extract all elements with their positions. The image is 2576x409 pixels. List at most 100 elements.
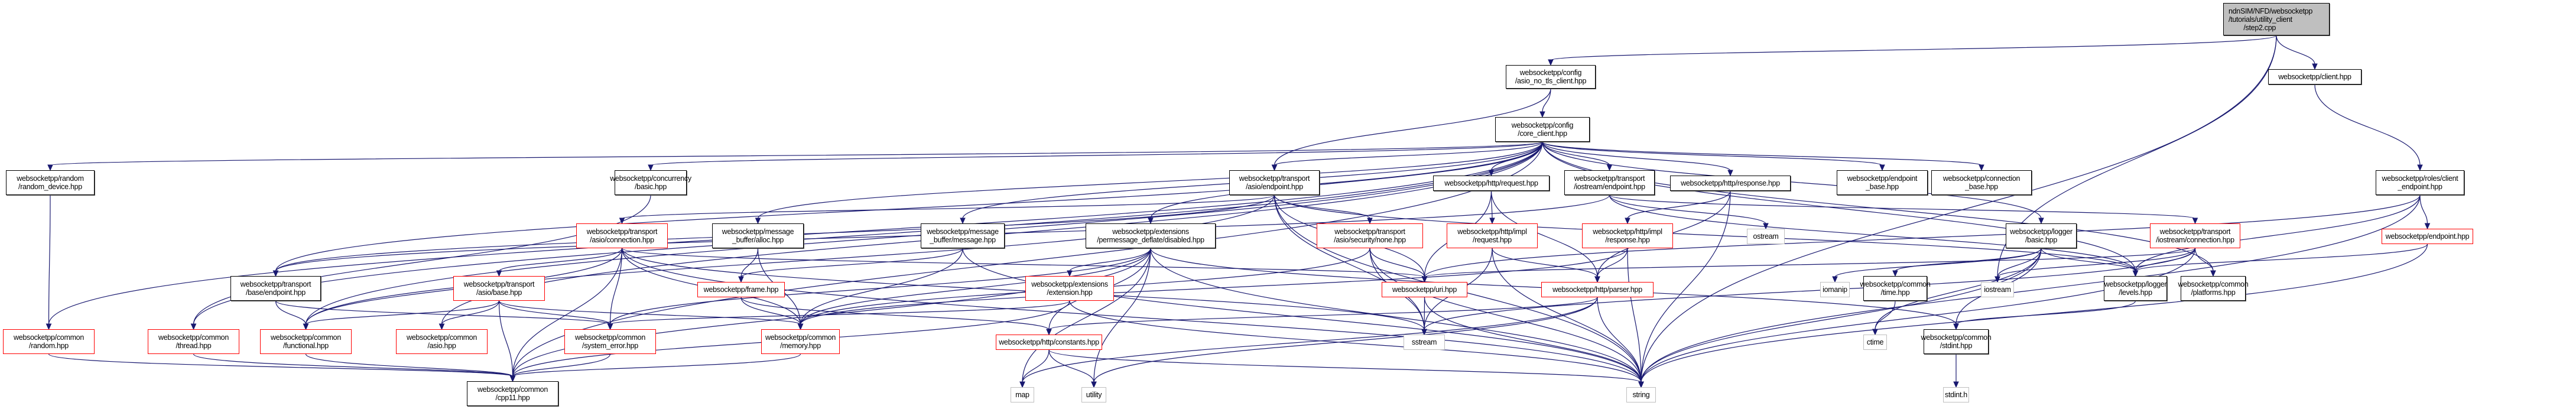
graph-node-iostream-connection[interactable]: websocketpp/transport /iostream/connecti…	[2150, 223, 2240, 248]
edge-parser-to-string	[1597, 297, 1642, 383]
edge-root-to-string	[1641, 35, 2277, 383]
edge-impl_request-to-string	[1492, 248, 1642, 383]
edge-asio_endpoint-to-logger_levels	[1274, 194, 2136, 272]
edge-core_client-to-mb_alloc	[757, 141, 1543, 219]
graph-node-impl-response[interactable]: websocketpp/http/impl /response.hpp	[1582, 223, 1673, 248]
edge-frame-to-common_memory	[740, 297, 801, 325]
graph-node-core-client[interactable]: websocketpp/config /core_client.hpp	[1495, 117, 1590, 142]
arrowhead-core_client-to-iostream_endpoint	[1606, 164, 1613, 171]
edge-asio_base-to-common_memory	[498, 300, 801, 325]
edge-logger_basic-to-iomanip	[1834, 248, 2042, 278]
graph-node-common-random[interactable]: websocketpp/common /random.hpp	[3, 329, 95, 354]
graph-node-http-constants[interactable]: websocketpp/http/constants.hpp	[996, 335, 1102, 350]
graph-node-client-endpoint[interactable]: websocketpp/roles/client _endpoint.hpp	[2376, 170, 2464, 195]
arrowhead-client-to-client_endpoint	[2417, 164, 2423, 171]
arrowhead-common_memory-to-cpp11	[509, 375, 516, 382]
edge-impl_response-to-string	[1627, 248, 1642, 383]
graph-node-client[interactable]: websocketpp/client.hpp	[2268, 69, 2361, 85]
graph-node-concurrency-basic[interactable]: websocketpp/concurrency /basic.hpp	[610, 170, 691, 195]
edge-impl_request-to-parser	[1492, 248, 1598, 278]
graph-node-common-functional[interactable]: websocketpp/common /functional.hpp	[260, 329, 352, 354]
edge-iostream_connection-to-platforms	[2194, 248, 2214, 272]
graph-node-endpoint-base[interactable]: websocketpp/endpoint _base.hpp	[1837, 170, 1928, 195]
edge-pmd_disabled-to-system_error	[609, 248, 1151, 325]
graph-node-http-request[interactable]: websocketpp/http/request.hpp	[1433, 176, 1550, 191]
edge-client_endpoint-to-logger_levels	[2135, 194, 2421, 272]
arrowhead-http_constants-to-utility	[1091, 381, 1097, 388]
edge-iostream_connection-to-string	[1641, 248, 2196, 383]
arrowhead-asio_endpoint-to-asio_connection	[619, 218, 625, 225]
arrowhead-logger_basic-to-common_time	[1892, 270, 1898, 277]
graph-node-asio-no-tls[interactable]: websocketpp/config /asio_no_tls_client.h…	[1506, 65, 1596, 89]
arrowhead-frame-to-common_memory	[797, 323, 804, 330]
edge-http_constants-to-string	[1048, 349, 1642, 383]
graph-node-mb-alloc[interactable]: websocketpp/message _buffer/alloc.hpp	[712, 223, 804, 248]
edge-pmd_disabled-to-extension	[1069, 248, 1151, 272]
arrowhead-core_client-to-mb_alloc	[755, 218, 761, 225]
graph-node-base-endpoint[interactable]: websocketpp/transport /base/endpoint.hpp	[230, 276, 321, 301]
edge-core_client-to-logger_basic	[1542, 141, 2042, 219]
graph-node-frame[interactable]: websocketpp/frame.hpp	[697, 282, 785, 297]
graph-node-endpoint[interactable]: websocketpp/endpoint.hpp	[2382, 229, 2473, 244]
edge-iostream_endpoint-to-logger_levels	[1609, 194, 2136, 272]
graph-node-stdint[interactable]: websocketpp/common /stdint.hpp	[1921, 329, 1992, 354]
graph-node-asio-base[interactable]: websocketpp/transport /asio/base.hpp	[453, 276, 545, 301]
edge-root-to-client	[2276, 35, 2315, 65]
edge-client_endpoint-to-string	[1641, 194, 2421, 383]
arrowhead-random_device-to-common_random	[46, 323, 52, 330]
edge-impl_response-to-parser	[1597, 248, 1628, 278]
graph-node-asio-endpoint[interactable]: websocketpp/transport /asio/endpoint.hpp	[1229, 170, 1320, 195]
edge-mb_message-to-frame	[740, 248, 963, 278]
arrowhead-http_request-to-impl_request	[1489, 218, 1495, 225]
edge-client_endpoint-to-endpoint	[2419, 194, 2428, 225]
graph-node-root[interactable]: ndnSIM/NFD/websocketpp /tutorials/utilit…	[2223, 3, 2330, 35]
graph-node-platforms[interactable]: websocketpp/common /platforms.hpp	[2178, 276, 2249, 301]
graph-node-common-asio[interactable]: websocketpp/common /asio.hpp	[396, 329, 488, 354]
graph-node-sstream: sstream	[1404, 335, 1445, 350]
graph-node-http-response[interactable]: websocketpp/http/response.hpp	[1670, 176, 1791, 191]
graph-node-logger-levels[interactable]: websocketpp/logger /levels.hpp	[2104, 276, 2167, 301]
edge-http_response-to-string	[1641, 190, 1731, 383]
graph-node-pmd-disabled[interactable]: websocketpp/extensions /permessage_defla…	[1086, 223, 1216, 248]
edge-parser-to-utility	[1093, 297, 1598, 383]
edge-logger_levels-to-stdint	[1955, 300, 2136, 325]
edge-asio_base-to-common_functional	[305, 300, 500, 325]
edge-endpoint-to-logger_levels	[2135, 244, 2428, 272]
edge-asio_connection-to-system_error	[609, 248, 623, 325]
edge-http_constants-to-map	[1022, 349, 1050, 383]
edge-extension-to-string	[1069, 300, 1642, 383]
graph-node-iomanip: iomanip	[1820, 282, 1850, 297]
graph-node-common-memory[interactable]: websocketpp/common /memory.hpp	[761, 329, 840, 354]
graph-node-impl-request[interactable]: websocketpp/http/impl /request.hpp	[1447, 223, 1538, 248]
edge-logger_basic-to-string	[1641, 248, 2042, 383]
graph-node-security-none[interactable]: websocketpp/transport /asio/security/non…	[1317, 223, 1423, 248]
edge-iostream_connection-to-sstream	[1424, 248, 2196, 330]
edge-asio_connection-to-uri	[621, 248, 1425, 278]
graph-node-mb-message[interactable]: websocketpp/message _buffer/message.hpp	[921, 223, 1005, 248]
graph-node-asio-connection[interactable]: websocketpp/transport /asio/connection.h…	[576, 223, 668, 248]
graph-node-extension[interactable]: websocketpp/extensions /extension.hpp	[1025, 276, 1114, 301]
graph-node-logger-basic[interactable]: websocketpp/logger /basic.hpp	[2006, 223, 2077, 248]
graph-node-connection-base[interactable]: websocketpp/connection _base.hpp	[1931, 170, 2032, 195]
graph-node-parser[interactable]: websocketpp/http/parser.hpp	[1541, 282, 1654, 297]
graph-node-cpp11[interactable]: websocketpp/common /cpp11.hpp	[467, 381, 558, 406]
arrowhead-uri-to-sstream	[1421, 329, 1427, 336]
edge-logger_basic-to-ctime	[1875, 248, 2042, 330]
graph-node-common-thread[interactable]: websocketpp/common /thread.hpp	[148, 329, 239, 354]
arrowhead-core_client-to-endpoint_base	[1879, 164, 1885, 171]
arrowhead-iostream_connection-to-uri	[1421, 276, 1428, 283]
edge-parser-to-http_constants	[1048, 297, 1598, 330]
edge-frame-to-http_constants	[740, 297, 1050, 330]
edge-client_endpoint-to-uri	[1424, 194, 2421, 278]
graph-node-ctime: ctime	[1863, 335, 1887, 350]
arrowhead-asio_connection-to-asio_base	[496, 270, 502, 277]
edge-core_client-to-concurrency_basic	[650, 141, 1543, 166]
edge-logger_basic-to-logger_levels	[2041, 248, 2136, 272]
graph-node-iostream: iostream	[1981, 282, 2014, 297]
edge-asio_endpoint-to-asio_connection	[621, 194, 1275, 219]
graph-node-common-time[interactable]: websocketpp/common /time.hpp	[1860, 276, 1931, 301]
graph-node-system-error[interactable]: websocketpp/common /system_error.hpp	[564, 329, 656, 354]
graph-node-random-device[interactable]: websocketpp/random /random_device.hpp	[6, 170, 95, 195]
graph-node-iostream-endpoint[interactable]: websocketpp/transport /iostream/endpoint…	[1564, 170, 1655, 195]
graph-node-uri[interactable]: websocketpp/uri.hpp	[1382, 282, 1467, 297]
